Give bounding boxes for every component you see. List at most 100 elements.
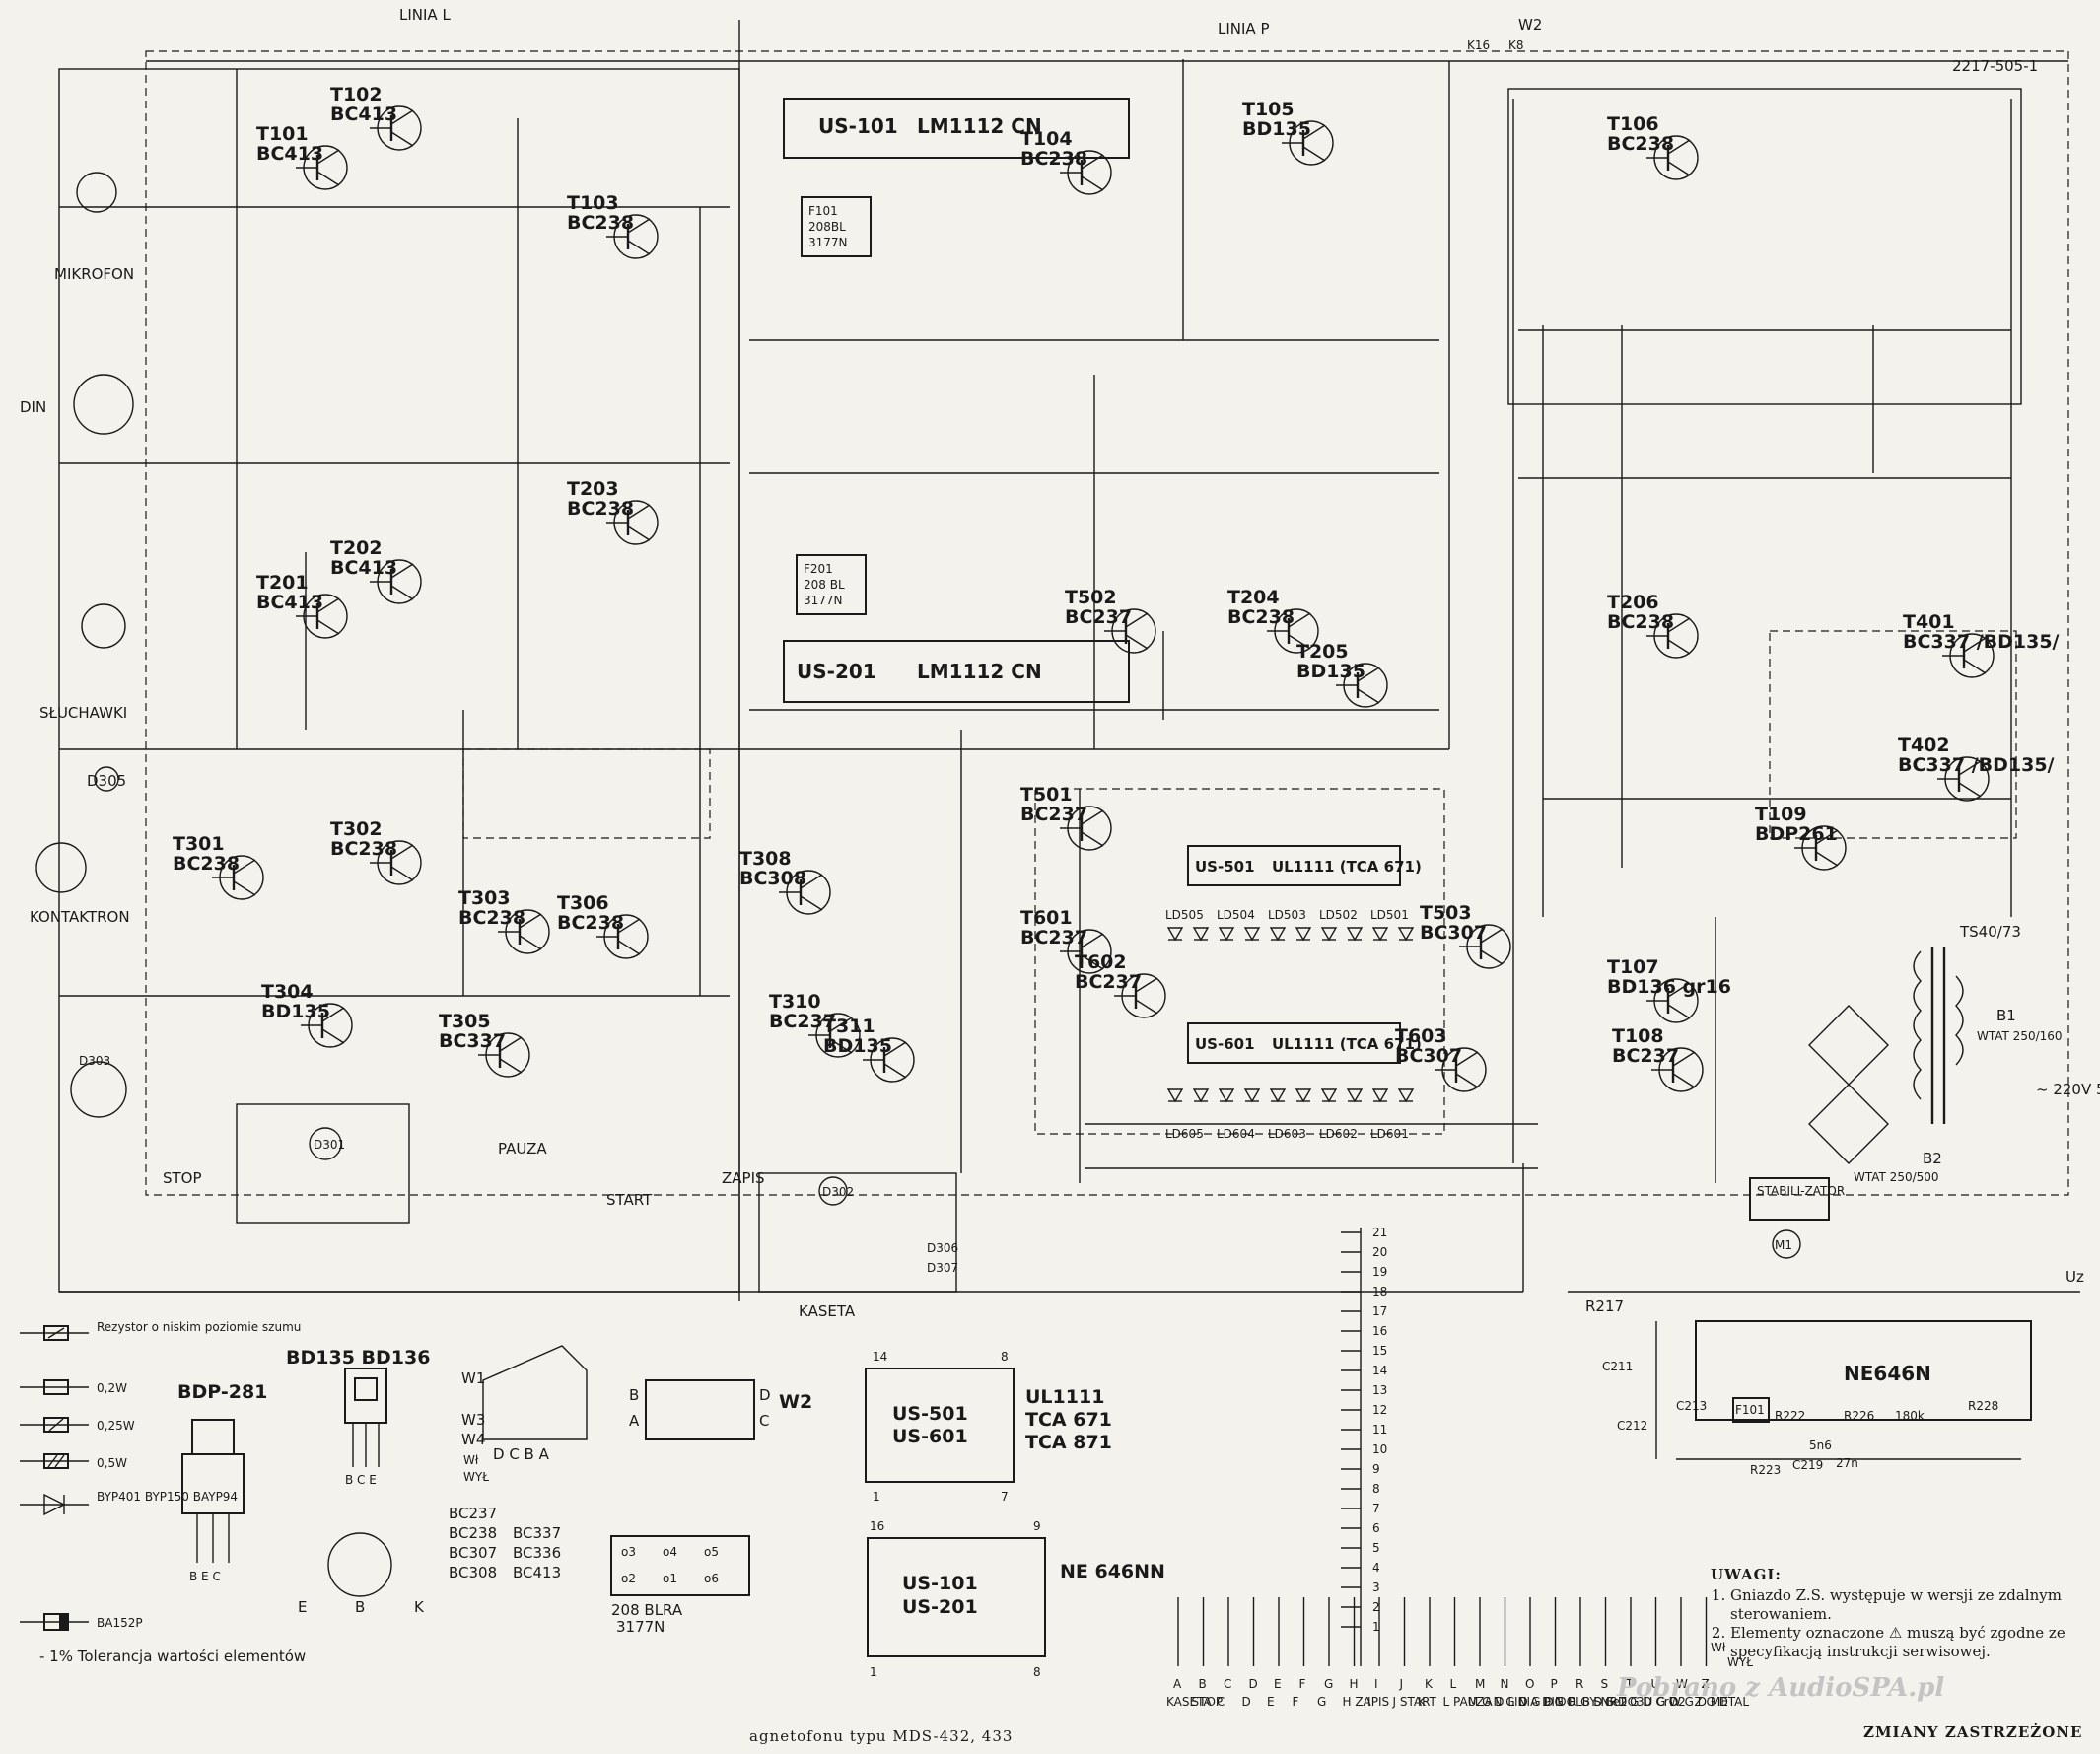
transistor-ref: T104 [1020, 128, 1073, 150]
mikrofon-label: MIKROFON [54, 265, 134, 283]
led-label: LD605 [1165, 1127, 1204, 1141]
pkg-ic14-name2: US-601 [892, 1426, 968, 1447]
matrix-row-label: 16 [1372, 1324, 1387, 1338]
pkg-to92-b: B [355, 1598, 365, 1616]
matrix-column-m: MM G D LINIA DIN [1468, 1597, 1564, 1709]
matrix-column-name: L PAUZA [1443, 1695, 1494, 1709]
transistor-ref: T203 [567, 478, 619, 500]
pkg-w2-a: A [629, 1412, 640, 1430]
transistor-ref: T102 [330, 84, 383, 105]
matrix-column-h: HH ZAPIS [1343, 1597, 1389, 1709]
pkg-filter-o6: o6 [704, 1572, 719, 1585]
led-symbol [1243, 1088, 1261, 1103]
matrix-column-label: E [1274, 1677, 1282, 1691]
matrix-column-label: J [1399, 1677, 1404, 1691]
matrix-column-label: G [1324, 1677, 1333, 1691]
ne646-c211: C211 [1602, 1360, 1633, 1373]
led-symbol [1397, 927, 1415, 942]
filter-code: 3177N [808, 236, 848, 249]
pkg-ic14-name1: US-501 [892, 1403, 968, 1425]
doc-code: 2217-505-1 [1952, 57, 2038, 75]
matrix-column-o: OO G D DOLBY NR [1518, 1597, 1618, 1709]
pkg-w2-c: C [759, 1412, 769, 1430]
matrix-row-label: 10 [1372, 1442, 1387, 1456]
matrix-column-i: II [1367, 1597, 1380, 1709]
pkg-filter-o2: o2 [621, 1572, 636, 1585]
transistor-ref: T311 [823, 1016, 875, 1037]
legend-ba152p: BA152P [97, 1616, 143, 1630]
matrix-column-label: R [1575, 1677, 1583, 1691]
switch-matrix: Wł WYŁ 212019181716151413121110987654321… [1166, 1226, 1753, 1709]
led-symbol [1295, 1088, 1312, 1103]
legend-02w: 0,2W [97, 1381, 127, 1395]
matrix-column-name: F [1293, 1695, 1299, 1709]
transistor-type: BC237 [1020, 927, 1087, 948]
transistor-type: BC238 [458, 907, 525, 929]
led-symbol [1218, 1088, 1235, 1103]
matrix-wl: Wł [1711, 1641, 1726, 1654]
pkg-ic14-pin7: 7 [1001, 1490, 1009, 1504]
pkg-to92-t4: BC337 [513, 1524, 561, 1542]
matrix-row-label: 17 [1372, 1304, 1387, 1318]
transistor-type: BC337 /BD135/ [1898, 754, 2055, 776]
pkg-to92-t6: BC413 [513, 1564, 561, 1581]
led-label: LD501 [1370, 908, 1409, 922]
transistor-ref: T109 [1755, 804, 1807, 825]
matrix-column-label: T [1625, 1677, 1634, 1691]
transistor-ref: T206 [1607, 592, 1659, 613]
matrix-column-label: K [1425, 1677, 1434, 1691]
top-labels: LINIA L LINIA P W2 K16 K8 2217-505-1 [399, 6, 2038, 75]
matrix-column-e: EE [1267, 1597, 1282, 1709]
transistor-layer: T101BC413T102BC413T103BC238T104BC238T105… [173, 84, 2060, 1092]
led-symbol [1166, 1088, 1184, 1103]
footer-disclaimer: ZMIANY ZASTRZEŻONE [1863, 1723, 2083, 1741]
matrix-column-f: FF [1293, 1597, 1306, 1709]
led-symbol [1346, 1088, 1364, 1103]
pkg-to92-t1: BC238 [449, 1524, 497, 1542]
pkg-filter-title: 208 BLRA [611, 1601, 683, 1619]
ic-ref: US-501 [1195, 858, 1255, 876]
matrix-column-r: RR G D Fe2O3 [1569, 1597, 1645, 1709]
transistor-type: BC238 [173, 853, 240, 875]
matrix-column-label: B [1199, 1677, 1207, 1691]
ne646-title: NE646N [1844, 1362, 1931, 1385]
pkg-bd135-pins: B C E [345, 1473, 377, 1487]
x-connector-label: D305 [87, 772, 126, 790]
switch-pauza: PAUZA [498, 1140, 547, 1158]
matrix-row-label: 11 [1372, 1423, 1387, 1437]
matrix-row-label: 20 [1372, 1245, 1387, 1259]
pkg-ic16-pin9: 9 [1033, 1519, 1041, 1533]
din-label: DIN [20, 398, 46, 416]
pkg-filter-o4: o4 [663, 1545, 677, 1559]
k16-label: K16 [1467, 38, 1490, 52]
led-label: LD602 [1319, 1127, 1358, 1141]
pkg-filter-code: 3177N [616, 1618, 665, 1636]
transistor-type: BC413 [256, 143, 323, 165]
transistor-ref: T304 [261, 981, 314, 1003]
matrix-column-label: H [1350, 1677, 1359, 1691]
pkg-w-w4: W4 [461, 1431, 485, 1448]
switch-w4: D307 [927, 1261, 958, 1275]
pkg-w-pins: D C B A [493, 1445, 550, 1463]
pkg-ic14-pin14: 14 [873, 1350, 887, 1364]
matrix-column-j: JJ START [1392, 1597, 1437, 1709]
matrix-column-label: W [1676, 1677, 1688, 1691]
ne646-r226: R226 [1844, 1409, 1874, 1423]
transistor-ref: T602 [1075, 951, 1127, 973]
matrix-column-name: S G D [1594, 1695, 1628, 1709]
led-label: LD505 [1165, 908, 1204, 922]
transistor-ref: T107 [1607, 956, 1659, 978]
zs-connector-label: D303 [79, 1054, 110, 1068]
matrix-column-label: O [1525, 1677, 1534, 1691]
ic-type: UL1111 (TCA 671) [1272, 858, 1422, 876]
ic-type: UL1111 (TCA 671) [1272, 1035, 1422, 1053]
matrix-row-label: 21 [1372, 1226, 1387, 1239]
